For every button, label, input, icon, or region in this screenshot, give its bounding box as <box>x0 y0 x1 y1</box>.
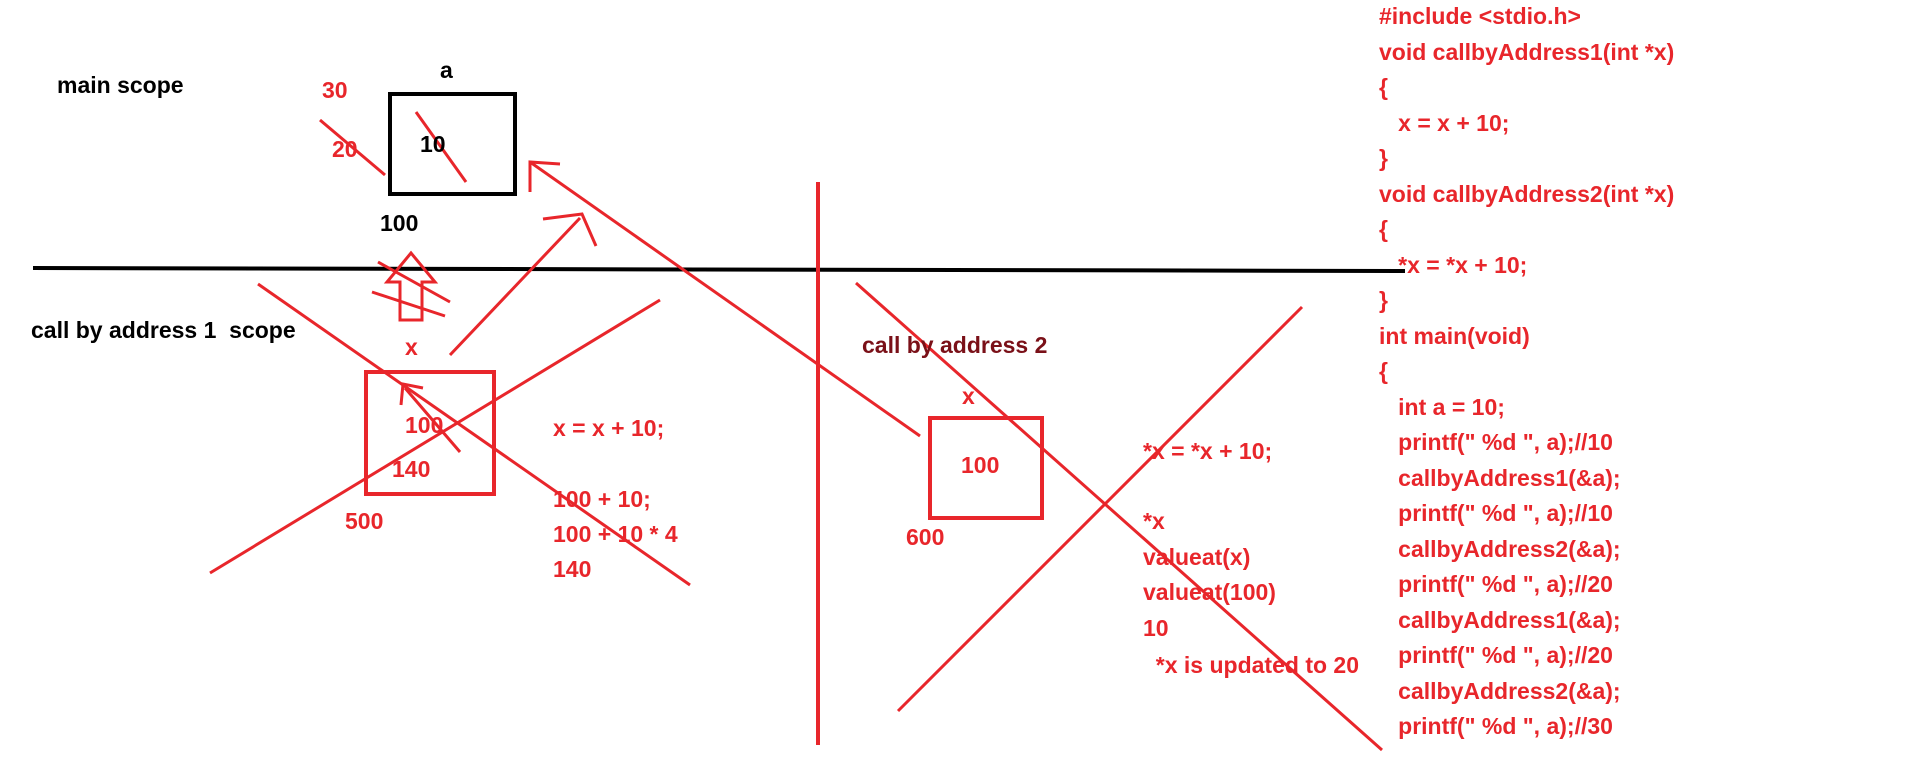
call2-address-600: 600 <box>906 524 945 550</box>
code-line: callbyAddress1(&a); <box>1379 464 1621 491</box>
code-line: void callbyAddress1(int *x) <box>1379 38 1675 65</box>
call1-param-x: x <box>405 334 418 360</box>
call2-cross-line-2 <box>896 305 1304 713</box>
call2-note-line: valueat(100) <box>1143 579 1276 605</box>
call1-note-line: x = x + 10; <box>553 415 665 441</box>
call1-inner-arrow <box>403 387 462 453</box>
call2-box-value-100: 100 <box>961 452 1000 478</box>
variable-a-box <box>388 92 517 196</box>
code-line: printf(" %d ", a);//20 <box>1379 642 1613 668</box>
call2-note-line: 10 <box>1143 615 1169 641</box>
variable-a-label: a <box>440 57 453 83</box>
code-line: *x = *x + 10; <box>1379 251 1528 278</box>
code-line: { <box>1379 358 1388 384</box>
call2-note-line: *x = *x + 10; <box>1143 438 1273 464</box>
call1-pointer-arrowhead <box>542 212 598 247</box>
call1-note-line: 140 <box>553 556 592 582</box>
code-line: printf(" %d ", a);//10 <box>1379 500 1613 526</box>
call2-pointer-arrowhead <box>528 160 561 192</box>
scope-divider-line <box>32 266 1406 273</box>
code-line: int a = 10; <box>1379 393 1505 420</box>
a-old-value-strike <box>319 118 386 177</box>
call1-box-value-140: 140 <box>392 456 431 482</box>
code-line: #include <stdio.h> <box>1379 3 1581 29</box>
a-value-strike <box>414 111 468 183</box>
arrow-cross-line-1 <box>377 260 451 304</box>
call2-note-line: *x is updated to 20 <box>1143 652 1359 678</box>
code-line: callbyAddress2(&a); <box>1379 677 1621 704</box>
code-line: { <box>1379 74 1388 100</box>
call2-cross-line-1 <box>855 281 1383 752</box>
a-value-10: 10 <box>420 131 446 157</box>
code-line: { <box>1379 216 1388 242</box>
a-value-20: 20 <box>332 136 358 162</box>
call1-cross-line-1 <box>257 282 691 587</box>
code-line: } <box>1379 287 1388 313</box>
call2-note-line: *x <box>1143 508 1165 534</box>
code-line: int main(void) <box>1379 322 1530 349</box>
call1-pointer-arrow <box>448 216 582 357</box>
address-up-arrow <box>383 250 439 322</box>
arrow-cross-line-2 <box>371 290 446 318</box>
call2-scope-label: call by address 2 <box>862 332 1048 358</box>
call1-note-line: 100 + 10 * 4 <box>553 521 678 547</box>
code-line: callbyAddress1(&a); <box>1379 606 1621 633</box>
a-address-100: 100 <box>380 210 419 236</box>
call1-x-box <box>364 370 496 496</box>
code-line: printf(" %d ", a);//20 <box>1379 571 1613 597</box>
source-code-listing: #include <stdio.h> void callbyAddress1(i… <box>1379 5 1674 751</box>
call2-pointer-arrow <box>529 160 921 438</box>
code-line: x = x + 10; <box>1379 109 1510 136</box>
call2-note-line: valueat(x) <box>1143 544 1251 570</box>
call1-address-500: 500 <box>345 508 384 534</box>
call1-scope-label: call by address 1 scope <box>31 317 296 343</box>
call1-note-line: 100 + 10; <box>553 486 651 512</box>
code-line: callbyAddress2(&a); <box>1379 535 1621 562</box>
code-line: printf(" %d ", a);//30 <box>1379 713 1613 739</box>
main-scope-label: main scope <box>57 72 184 98</box>
code-line: printf(" %d ", a);//10 <box>1379 429 1613 455</box>
a-value-30: 30 <box>322 77 348 103</box>
call2-x-box <box>928 416 1044 520</box>
call1-box-value-100: 100 <box>405 412 444 438</box>
code-line: } <box>1379 145 1388 171</box>
call1-cross-line-2 <box>209 298 661 575</box>
code-line: void callbyAddress2(int *x) <box>1379 180 1675 207</box>
call2-param-x: x <box>962 383 975 409</box>
